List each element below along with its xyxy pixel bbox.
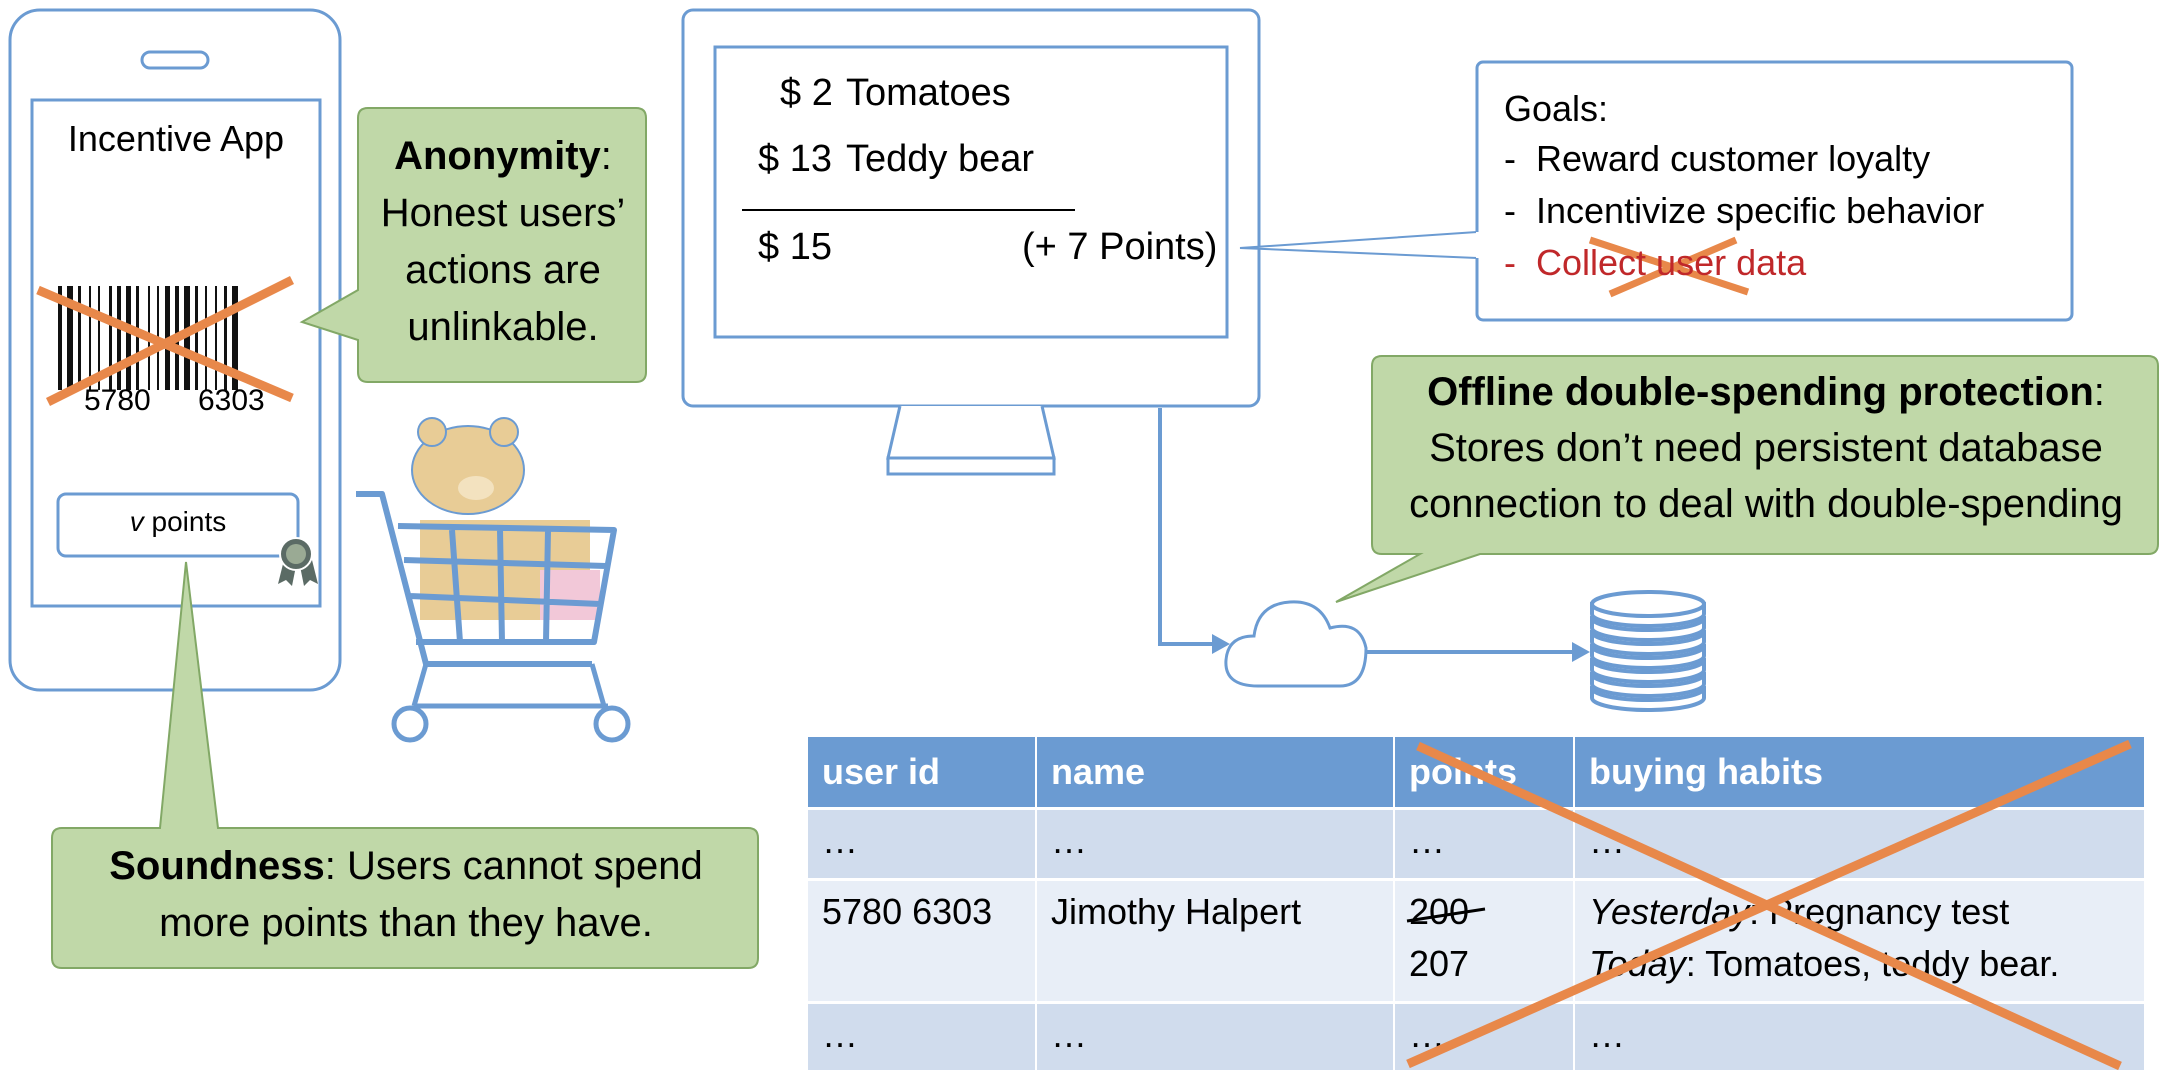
barcode-bar [58,286,62,390]
goal-item-1: - Reward customer loyalty [1504,138,1930,180]
goals-box [1475,60,2074,322]
points-balance: v points [58,506,298,538]
soundness-line-1: Soundness: Users cannot spend [54,838,758,895]
database-disk-top [1590,590,1706,618]
cell-points: … [1394,807,1575,880]
app-title: Incentive App [67,118,285,159]
monitor-to-cloud-line [1158,408,1212,646]
barcode-bar [232,286,238,390]
barcode-bar [184,286,190,390]
barcode-cross-mark [36,275,295,407]
anonymity-callout-text: Anonymity: Honest users’ actions are unl… [360,128,646,356]
shopping-cart-teddy-illustration [356,417,631,743]
table-row: … … … … [808,1001,2146,1070]
cloud-icon [1224,600,1368,688]
anonymity-line-3: unlinkable. [407,305,599,349]
cell-name: … [1036,1001,1395,1070]
goal-text-2: Incentivize specific behavior [1536,190,1985,231]
table-header-row: user id name points buying habits [808,737,2146,809]
barcode-bar [89,286,91,390]
points-strikethrough [1406,907,1486,923]
barcode-number-left: 5780 [84,384,151,417]
table-row: 5780 6303 Jimothy Halpert 200 207 Yester… [808,878,2146,1003]
offline-callout-bubble [1335,355,2159,603]
goal-text-1: Reward customer loyalty [1536,138,1931,179]
receipt-points-earned: (+ 7 Points) [1022,226,1218,268]
soundness-callout-text: Soundness: Users cannot spend more point… [54,838,758,952]
soundness-heading: Soundness [109,844,325,888]
header-user-id: user id [808,737,1037,809]
cell-name: … [1036,807,1395,880]
points-box [56,492,300,558]
receipt-item-price-1: $ 2 [780,72,833,114]
cell-points: 200 207 [1394,878,1575,1003]
barcode-bar [78,286,81,390]
cell-user-id: … [808,807,1037,880]
table-row: … … … … [808,807,2146,880]
header-buying-habits: buying habits [1574,737,2146,809]
barcode-bar [117,286,121,390]
anonymity-heading: Anonymity [394,134,601,178]
offline-line-2: Stores don’t need persistent database [1429,426,2103,470]
anonymity-heading-line: Anonymity: [394,134,612,178]
receipt-item-name-1: Tomatoes [846,72,1011,114]
goal-dash-2: - [1504,190,1516,231]
cell-name: Jimothy Halpert [1036,878,1395,1003]
store-monitor [681,8,1261,476]
goal-dash-3: - [1504,242,1516,283]
goals-pointer [1239,231,1478,259]
barcode-bar [136,286,139,390]
header-name: name [1036,737,1395,809]
collect-data-cross-mark [1588,236,1750,298]
barcode-bar [109,286,112,390]
anonymity-line-1: Honest users’ [380,191,626,235]
user-database-table: user id name points buying habits … … … … [808,737,2146,1070]
soundness-line-2: more points than they have. [159,901,653,945]
offline-line-3: connection to deal with double-spending [1409,482,2123,526]
barcode-bar [98,286,100,390]
barcode-bar [195,286,198,390]
database-icon [1590,590,1706,712]
barcode-bar [126,286,131,390]
cell-user-id: 5780 6303 [808,878,1037,1003]
barcode-bar [67,286,73,390]
receipt-item-price-2: $ 13 [758,138,832,180]
offline-callout-text: Offline double-spending protection: Stor… [1374,364,2158,532]
points-variable: v [129,506,144,537]
goal-item-2: - Incentivize specific behavior [1504,190,1984,232]
cell-buying-habits: … [1574,807,2146,880]
offline-heading: Offline double-spending protection [1427,370,2094,414]
goal-item-3: - Collect user data [1504,242,1806,284]
soundness-text-1: : Users cannot spend [324,844,703,888]
points-label: points [151,506,227,537]
soundness-callout-bubble [51,561,759,969]
anonymity-line-2: actions are [405,248,601,292]
barcode-bar [215,286,217,390]
receipt-total: $ 15 [758,226,832,268]
goals-title: Goals: [1504,88,1609,129]
barcode-bar [205,286,207,390]
barcode-bar [224,286,227,390]
cell-user-id: … [808,1001,1037,1070]
anonymity-callout-bubble [299,107,647,383]
offline-line-1: Offline double-spending protection: [1427,370,2105,414]
points-new-value: 207 [1409,943,1470,984]
goal-dash-1: - [1504,138,1516,179]
goal-text-3: Collect user data [1536,242,1807,283]
barcode-number-right: 6303 [198,384,265,417]
award-ribbon-icon [278,537,318,586]
points-old-value: 200 [1406,891,1486,933]
receipt-item-name-2: Teddy bear [846,138,1035,180]
